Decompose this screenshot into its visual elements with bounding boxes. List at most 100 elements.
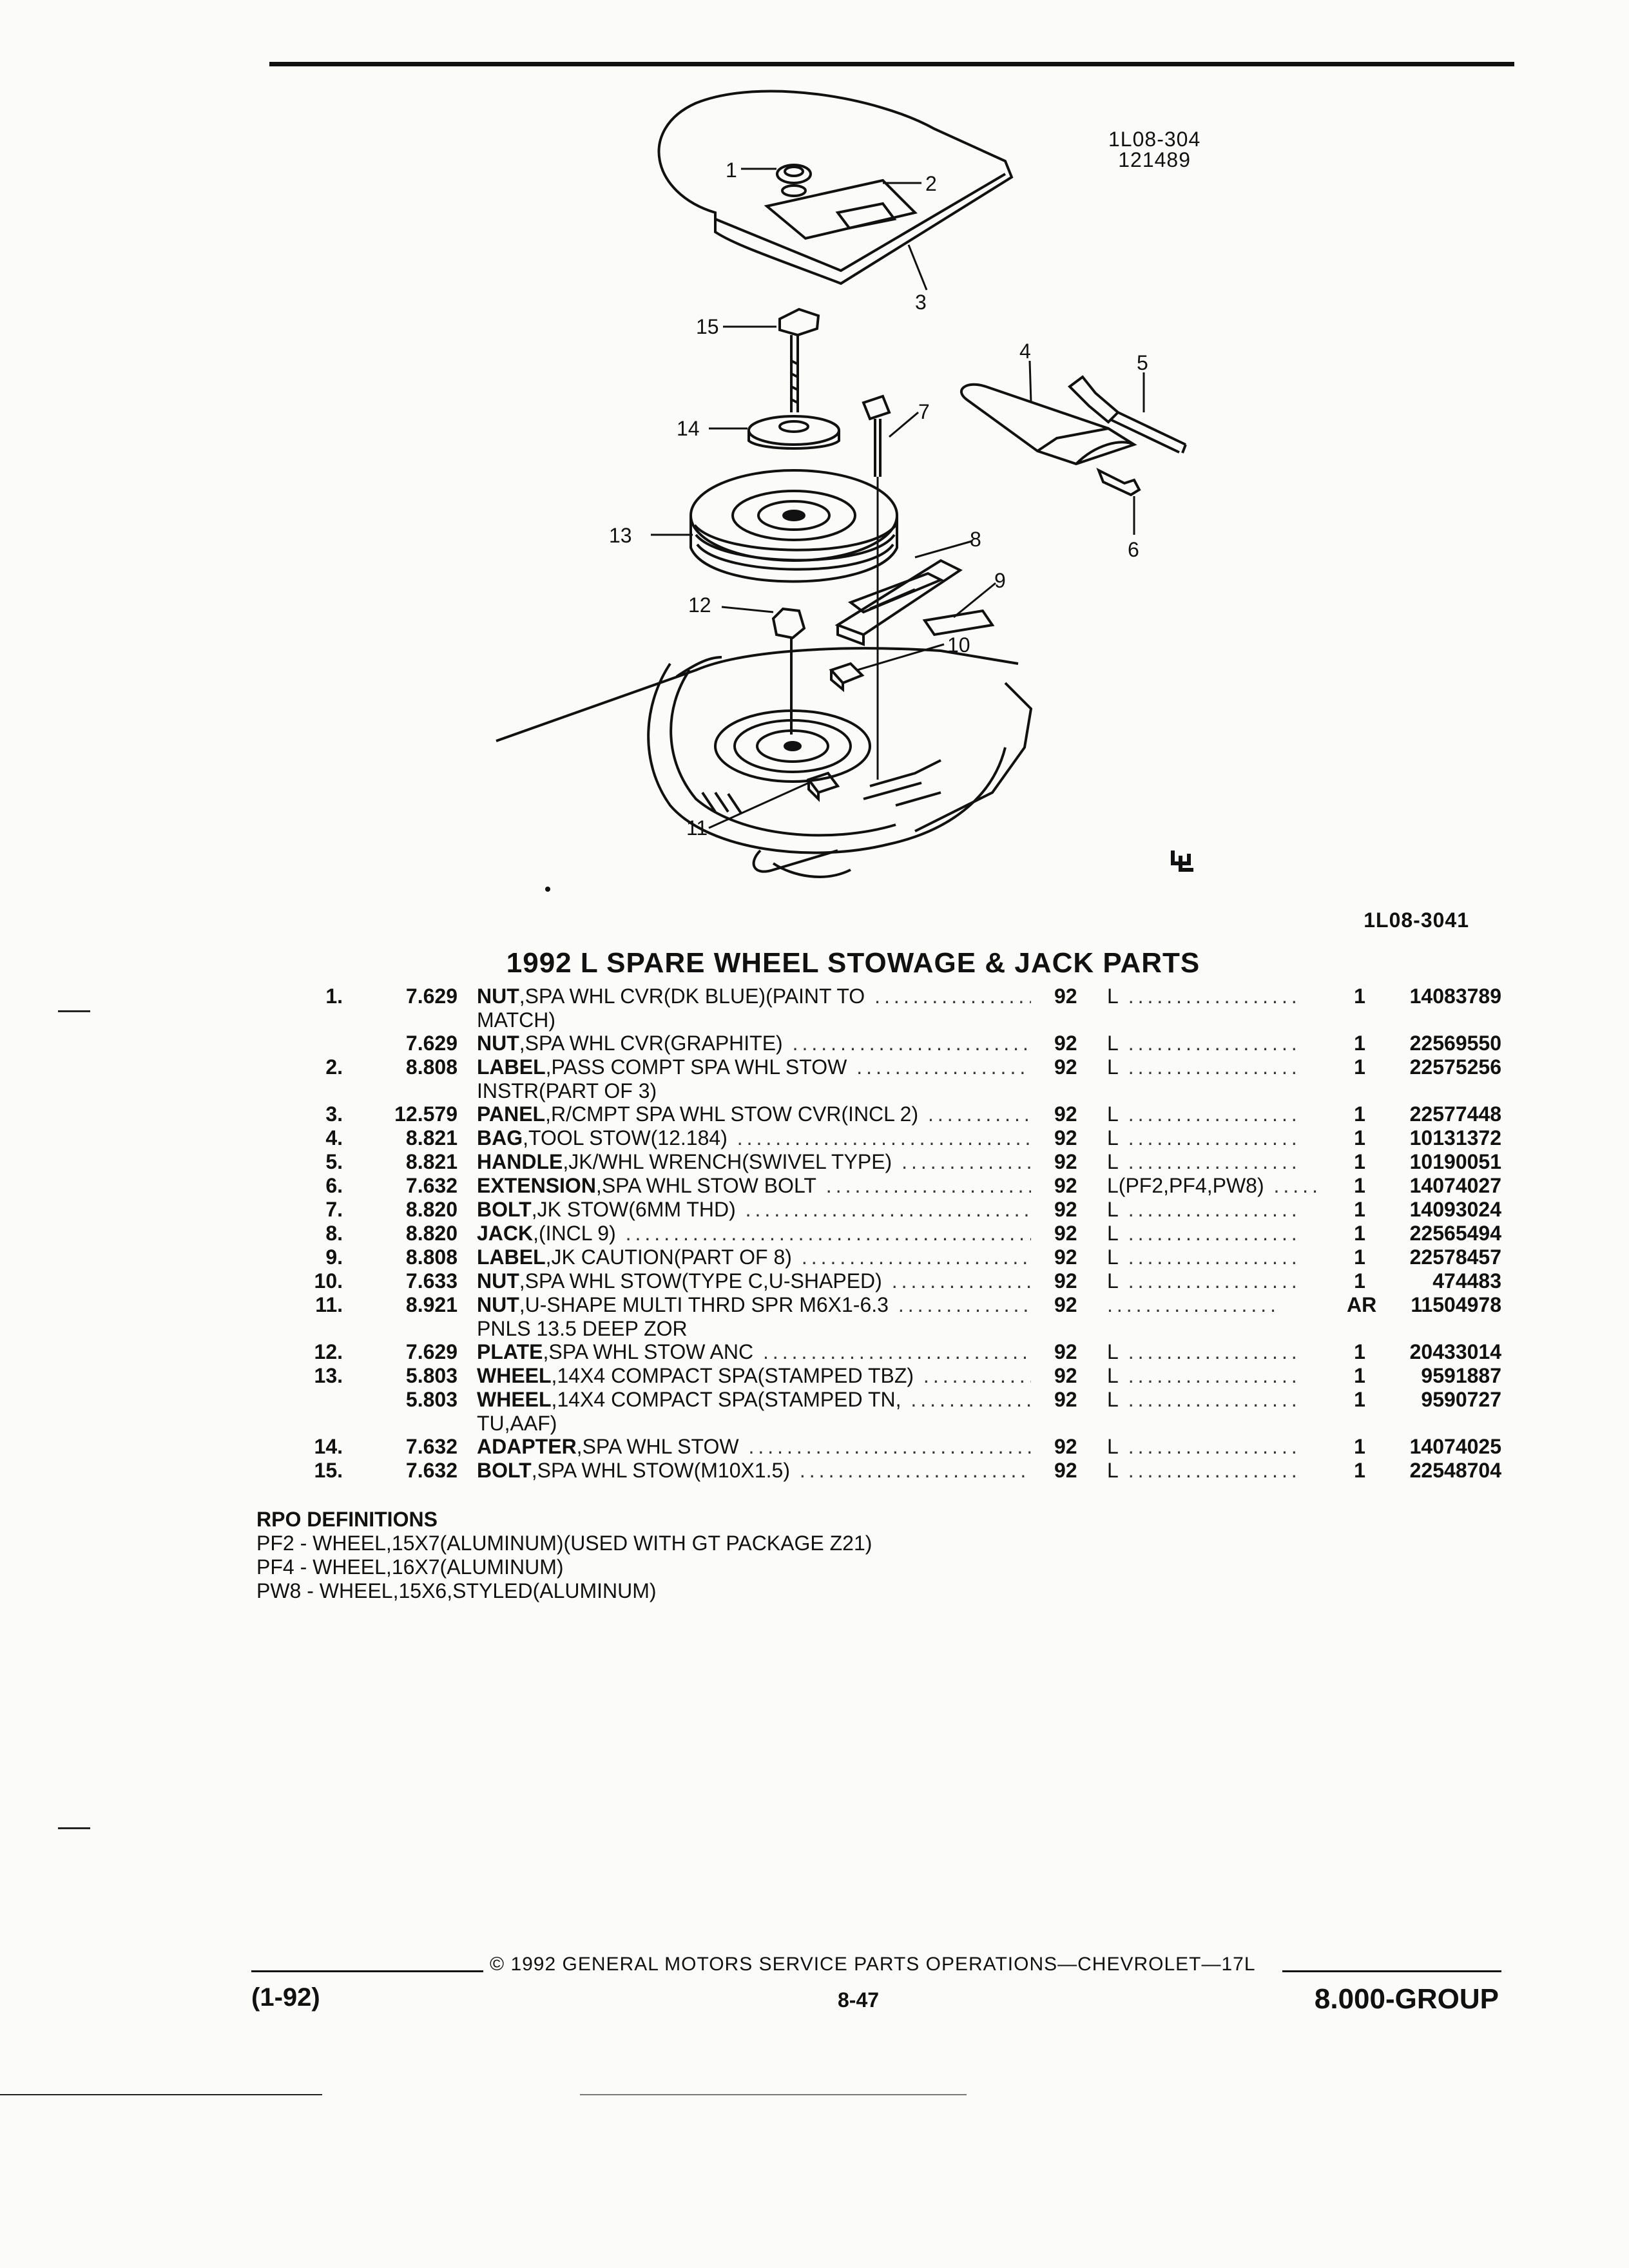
section-number: 8.921	[405, 1293, 458, 1316]
model-year: 92	[1054, 1245, 1077, 1269]
quantity: 1	[1354, 1269, 1365, 1293]
leader-dots: ..................	[1118, 985, 1301, 1008]
callout-4: 4	[1019, 340, 1031, 363]
model-year: 92	[1054, 1150, 1077, 1173]
section-number: 5.803	[405, 1388, 458, 1411]
part-description: NUT,U-SHAPE MULTI THRD SPR M6X1-6.3 ....…	[477, 1293, 1031, 1317]
part-name: HANDLE	[477, 1150, 563, 1173]
part-description: JACK,(INCL 9) ..........................…	[477, 1222, 1031, 1245]
part-number: 20433014	[1409, 1340, 1501, 1363]
quantity: 1	[1354, 1126, 1365, 1149]
part-description: BAG,TOOL STOW(12.184) ..................…	[477, 1126, 1031, 1150]
speck-mark	[545, 887, 550, 892]
item-number: 2.	[325, 1055, 343, 1079]
part-number: 22565494	[1409, 1222, 1501, 1245]
part-name: NUT	[477, 1269, 519, 1293]
model-code-text: L	[1107, 985, 1119, 1008]
part-description: NUT,SPA WHL STOW(TYPE C,U-SHAPED) ......…	[477, 1269, 1031, 1293]
item-number: 14.	[314, 1435, 343, 1458]
part-description: LABEL,PASS COMPT SPA WHL STOW ..........…	[477, 1055, 1031, 1079]
part-name: NUT	[477, 1032, 519, 1055]
figure-code-line2: 121489	[1118, 148, 1191, 171]
item-number: 3.	[325, 1102, 343, 1126]
model-code: L ..................	[1107, 1435, 1320, 1459]
callout-14: 14	[677, 417, 700, 440]
part-detail: ,SPA WHL STOW	[576, 1435, 739, 1458]
part-name: NUT	[477, 1293, 519, 1316]
item-number: 13.	[314, 1364, 343, 1387]
part-name: LABEL	[477, 1055, 546, 1079]
jack-drawing	[834, 559, 963, 646]
part-description: MATCH)	[477, 1008, 1031, 1032]
model-year: 92	[1054, 1364, 1077, 1387]
footer-rule-left	[251, 1970, 483, 1972]
item-number: 15.	[314, 1459, 343, 1482]
model-year: 92	[1054, 1198, 1077, 1221]
part-number: 22569550	[1409, 1032, 1501, 1055]
part-description: WHEEL,14X4 COMPACT SPA(STAMPED TN, .....…	[477, 1388, 1031, 1412]
part-detail: ,SPA WHL CVR(DK BLUE)(PAINT TO	[519, 985, 865, 1008]
figure-code-line1: 1L08-304	[1108, 128, 1201, 151]
leader-dots: ..................	[1118, 1459, 1301, 1482]
adapter-drawing	[747, 415, 840, 450]
scan-artifact-line	[0, 2094, 322, 2095]
callout-numbers: 1 2 3 4 5 6 7 8 9 10 11 12 13 14 15	[609, 159, 1148, 840]
part-name: WHEEL	[477, 1388, 552, 1411]
quantity: 1	[1354, 1364, 1365, 1387]
part-number: 9590727	[1421, 1388, 1501, 1411]
model-code-text: L	[1107, 1269, 1119, 1293]
section-number: 8.808	[405, 1245, 458, 1269]
model-code: L ..................	[1107, 1198, 1320, 1222]
item-number: 4.	[325, 1126, 343, 1149]
parts-row-continuation: INSTR(PART OF 3)	[0, 1079, 1629, 1102]
top-rule	[269, 62, 1514, 66]
item-number: 5.	[325, 1150, 343, 1173]
part-number: 10131372	[1409, 1126, 1501, 1149]
model-code-text: L	[1107, 1126, 1119, 1149]
quantity: 1	[1354, 1174, 1365, 1197]
item-number: 11.	[315, 1293, 343, 1316]
model-year: 92	[1054, 1032, 1077, 1055]
item-number: 8.	[325, 1222, 343, 1245]
part-name: LABEL	[477, 1245, 546, 1269]
model-year: 92	[1054, 1126, 1077, 1149]
model-code-text: L	[1107, 1222, 1119, 1245]
quantity: 1	[1354, 1055, 1365, 1079]
part-detail: ,(INCL 9)	[533, 1222, 616, 1245]
callout-leader-lines	[651, 168, 1145, 829]
model-year: 92	[1054, 1102, 1077, 1126]
model-year: 92	[1054, 1340, 1077, 1363]
part-detail: MATCH)	[477, 1008, 556, 1032]
part-number: 14093024	[1409, 1198, 1501, 1221]
model-code: L ..................	[1107, 1364, 1320, 1388]
multi-thread-nut-drawing	[806, 771, 840, 802]
section-number: 7.632	[405, 1459, 458, 1482]
part-number: 14074025	[1409, 1435, 1501, 1458]
section-number: 12.579	[394, 1102, 458, 1126]
section-number: 7.629	[405, 1340, 458, 1363]
part-number: 14083789	[1409, 985, 1501, 1008]
model-year: 92	[1054, 1459, 1077, 1482]
floor-pan-drawing	[496, 647, 1033, 878]
footer-date: (1-92)	[251, 1983, 320, 2012]
parts-row: 5.803 WHEEL,14X4 COMPACT SPA(STAMPED TN, …	[0, 1388, 1629, 1412]
leader-dots: ........................................…	[901, 1150, 1031, 1173]
part-number: 22548704	[1409, 1459, 1501, 1482]
part-name: PANEL	[477, 1102, 546, 1126]
section-number: 8.821	[405, 1150, 458, 1173]
leader-dots: ..................	[1118, 1055, 1301, 1079]
leader-dots: ........................................…	[748, 1435, 1031, 1458]
anchor-plate-drawing	[771, 607, 806, 735]
callout-9: 9	[994, 569, 1006, 592]
model-year: 92	[1054, 1293, 1077, 1316]
model-code: L ..................	[1107, 1269, 1320, 1293]
item-number: 6.	[325, 1174, 343, 1197]
callout-3: 3	[915, 291, 927, 314]
quantity: 1	[1354, 1150, 1365, 1173]
part-number: 9591887	[1421, 1364, 1501, 1387]
